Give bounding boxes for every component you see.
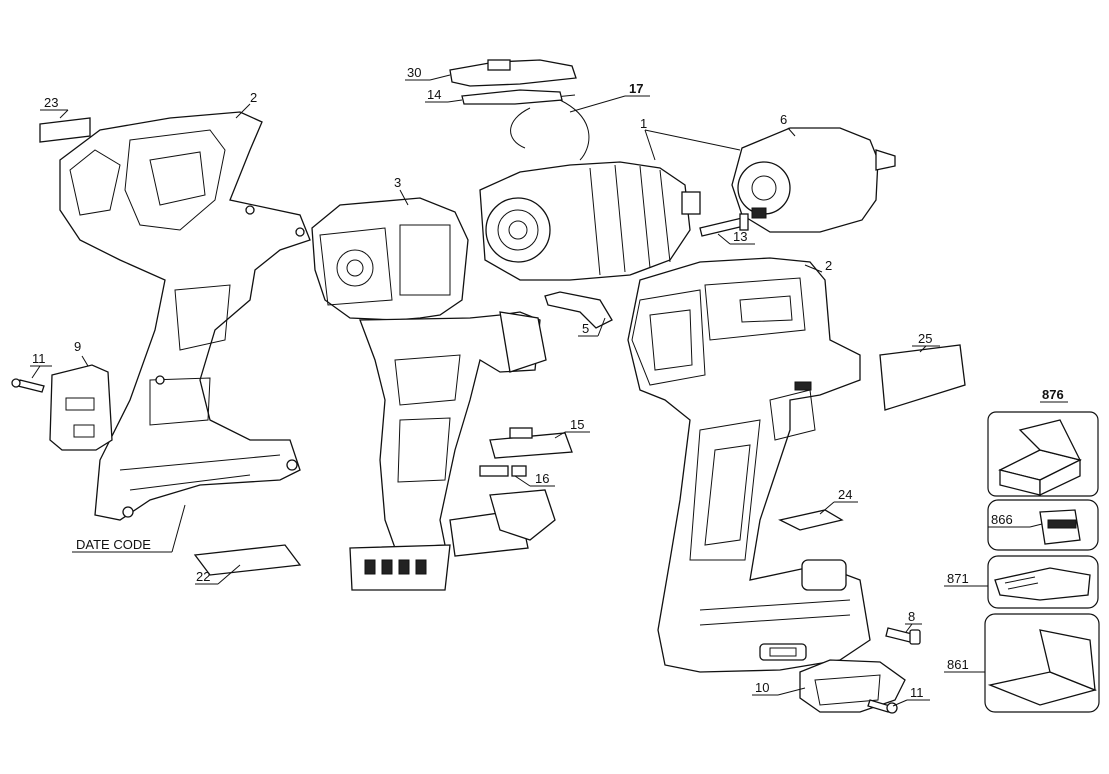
part-861-case-box xyxy=(984,613,1100,713)
right-housing-assembled xyxy=(627,257,871,673)
callout-labels: 23 2 30 14 17 1 6 3 13 2 5 25 11 9 15 16… xyxy=(32,65,1064,700)
gearbox-transmission xyxy=(479,161,701,281)
part-16-connector xyxy=(479,465,527,477)
callout-861: 861 xyxy=(947,657,969,672)
callout-16: 16 xyxy=(535,471,549,486)
leader-lines xyxy=(30,74,1068,707)
callout-5: 5 xyxy=(582,321,589,336)
callout-22: 22 xyxy=(196,569,210,584)
part-17-spring-clip xyxy=(510,94,590,161)
part-23-label xyxy=(39,117,91,143)
callout-11-right: 11 xyxy=(910,685,924,700)
part-15-switch-plate xyxy=(489,427,573,459)
part-30-top-cover xyxy=(449,59,577,87)
keyless-chuck xyxy=(731,127,896,233)
part-13-screw xyxy=(699,213,749,237)
callout-15: 15 xyxy=(570,417,584,432)
callout-30: 30 xyxy=(407,65,421,80)
callout-11-left: 11 xyxy=(32,351,46,366)
part-5-contact-strip xyxy=(544,291,613,329)
part-8-screw xyxy=(885,627,921,645)
part-22-label xyxy=(193,544,302,576)
callout-17: 17 xyxy=(629,81,643,96)
callout-871: 871 xyxy=(947,571,969,586)
part-11-screw-left xyxy=(11,378,45,393)
part-866-battery-box xyxy=(987,499,1099,551)
part-14-slider xyxy=(461,89,563,105)
part-10-belt-clip-base xyxy=(799,659,906,713)
callout-25: 25 xyxy=(918,331,932,346)
callout-23: 23 xyxy=(44,95,58,110)
callout-2-right: 2 xyxy=(825,258,832,273)
part-24-label xyxy=(778,509,844,531)
part-25-label xyxy=(879,344,966,411)
date-code-label: DATE CODE xyxy=(76,537,151,552)
callout-3: 3 xyxy=(394,175,401,190)
callout-13: 13 xyxy=(733,229,747,244)
callout-24: 24 xyxy=(838,487,852,502)
callout-9: 9 xyxy=(74,339,81,354)
callout-6: 6 xyxy=(780,112,787,127)
callout-1: 1 xyxy=(640,116,647,131)
callout-8: 8 xyxy=(908,609,915,624)
callout-876: 876 xyxy=(1042,387,1064,402)
callout-14: 14 xyxy=(427,87,441,102)
callout-866: 866 xyxy=(991,512,1013,527)
part-871-charger-box xyxy=(987,555,1099,609)
part-876-kit-box xyxy=(987,411,1099,497)
callout-2-left: 2 xyxy=(250,90,257,105)
part-9-belt-hook xyxy=(49,364,113,451)
lower-circuit-board xyxy=(449,489,556,557)
callout-10: 10 xyxy=(755,680,769,695)
motor-and-switch-assembly xyxy=(311,197,547,591)
left-housing-half xyxy=(59,111,311,521)
